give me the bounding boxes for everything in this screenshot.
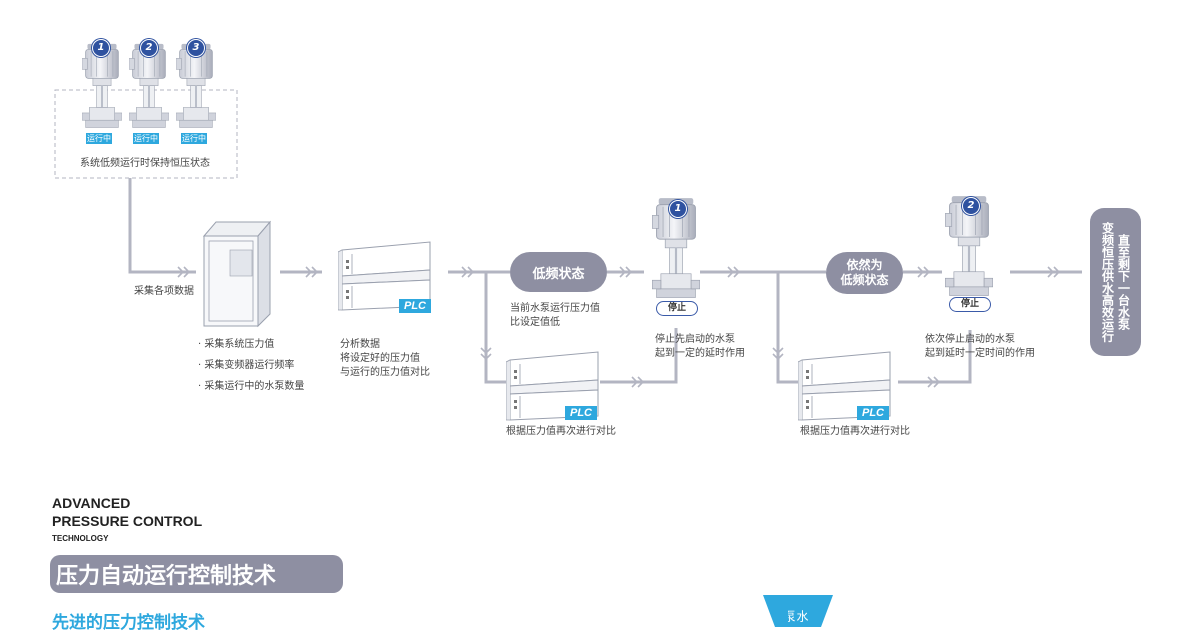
stop1-text: 停止先启动的水泵 <box>655 334 735 345</box>
analyze-text: 分析数据 <box>340 339 380 350</box>
final-text-col2: 变频恒压供水高效运行 <box>1100 222 1115 342</box>
pump-number-badge: 2 <box>140 39 158 57</box>
pump-number-badge: 1 <box>669 200 687 218</box>
stop2-text: 起到延时一定时间的作用 <box>925 348 1035 359</box>
english-heading-line3: TECHNOLOGY <box>52 534 109 543</box>
low-frequency-state-pill: 低频状态 <box>510 252 607 292</box>
stop1-text: 起到一定的延时作用 <box>655 348 745 359</box>
collect-bullet: · 采集系统压力值 <box>198 339 275 350</box>
english-heading-line1: ADVANCED <box>52 495 131 511</box>
plc-label: PLC <box>399 299 431 313</box>
final-result-pill: 直至剩下一台水泵 变频恒压供水高效运行 <box>1090 208 1141 356</box>
pump-number-badge: 1 <box>92 39 110 57</box>
stop-status-badge: 停止 <box>949 297 991 312</box>
group-caption: 系统低频运行时保持恒压状态 <box>80 158 210 169</box>
collect-bullet: · 采集变频器运行频率 <box>198 360 295 371</box>
english-heading-line2: PRESSURE CONTROL <box>52 513 203 529</box>
running-status-badge: 运行中 <box>86 133 112 144</box>
analyze-text: 与运行的压力值对比 <box>340 367 430 378</box>
state2-line: 依然为 <box>846 258 883 272</box>
compare2-caption: 根据压力值再次进行对比 <box>800 426 910 437</box>
plc-label: PLC <box>857 406 889 420</box>
section-subtitle: 先进的压力控制技术 <box>52 613 205 633</box>
stop2-text: 依次停止启动的水泵 <box>925 334 1015 345</box>
section-title: 压力自动运行控制技术 <box>50 555 343 593</box>
running-status-badge: 运行中 <box>181 133 207 144</box>
analyze-text: 将设定好的压力值 <box>340 353 420 364</box>
side-tab-label: 水泵 <box>788 609 808 622</box>
plc-label: PLC <box>565 406 597 420</box>
pump-number-badge: 3 <box>187 39 205 57</box>
running-status-badge: 运行中 <box>133 133 159 144</box>
pump-number-badge: 2 <box>962 197 980 215</box>
state1-text: 当前水泵运行压力值 <box>510 303 600 314</box>
final-text-col1: 直至剩下一台水泵 <box>1116 234 1131 330</box>
collect-label: 采集各项数据 <box>134 286 194 297</box>
still-low-frequency-pill: 依然为 低频状态 <box>826 252 903 294</box>
collect-bullet: · 采集运行中的水泵数量 <box>198 381 305 392</box>
state2-line: 低频状态 <box>840 273 889 287</box>
compare1-caption: 根据压力值再次进行对比 <box>506 426 616 437</box>
stop-status-badge: 停止 <box>656 301 698 316</box>
state1-text: 比设定值低 <box>510 317 560 328</box>
